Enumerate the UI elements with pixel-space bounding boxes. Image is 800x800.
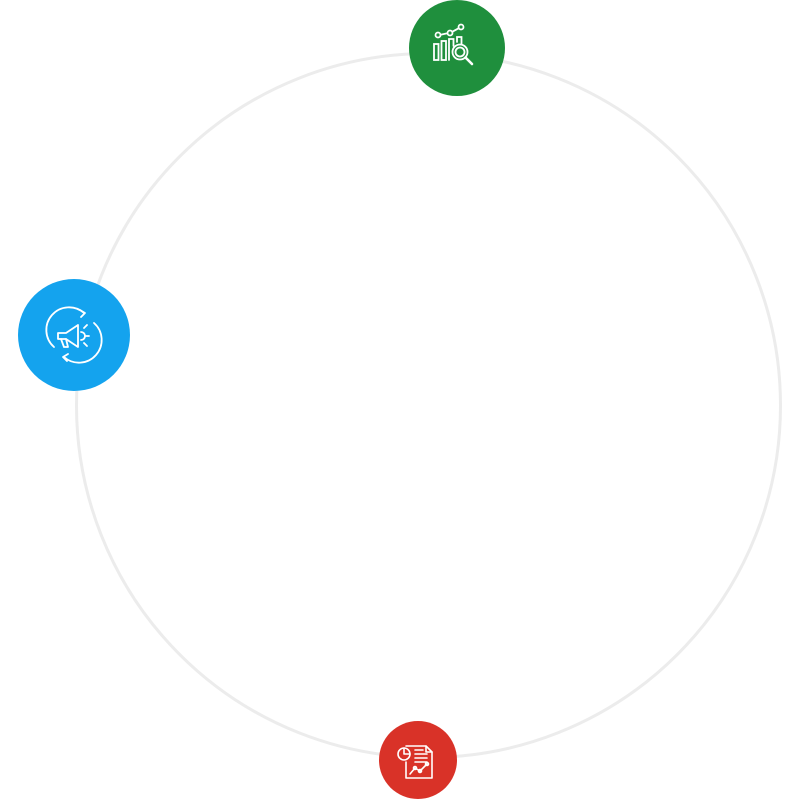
cycle-ring bbox=[75, 52, 782, 759]
report-document-icon bbox=[396, 738, 440, 782]
marketing-node[interactable] bbox=[18, 279, 130, 391]
megaphone-cycle-icon bbox=[42, 303, 106, 367]
analytics-node[interactable] bbox=[409, 0, 505, 96]
report-node[interactable] bbox=[379, 721, 457, 799]
analytics-magnifier-icon bbox=[431, 22, 483, 74]
